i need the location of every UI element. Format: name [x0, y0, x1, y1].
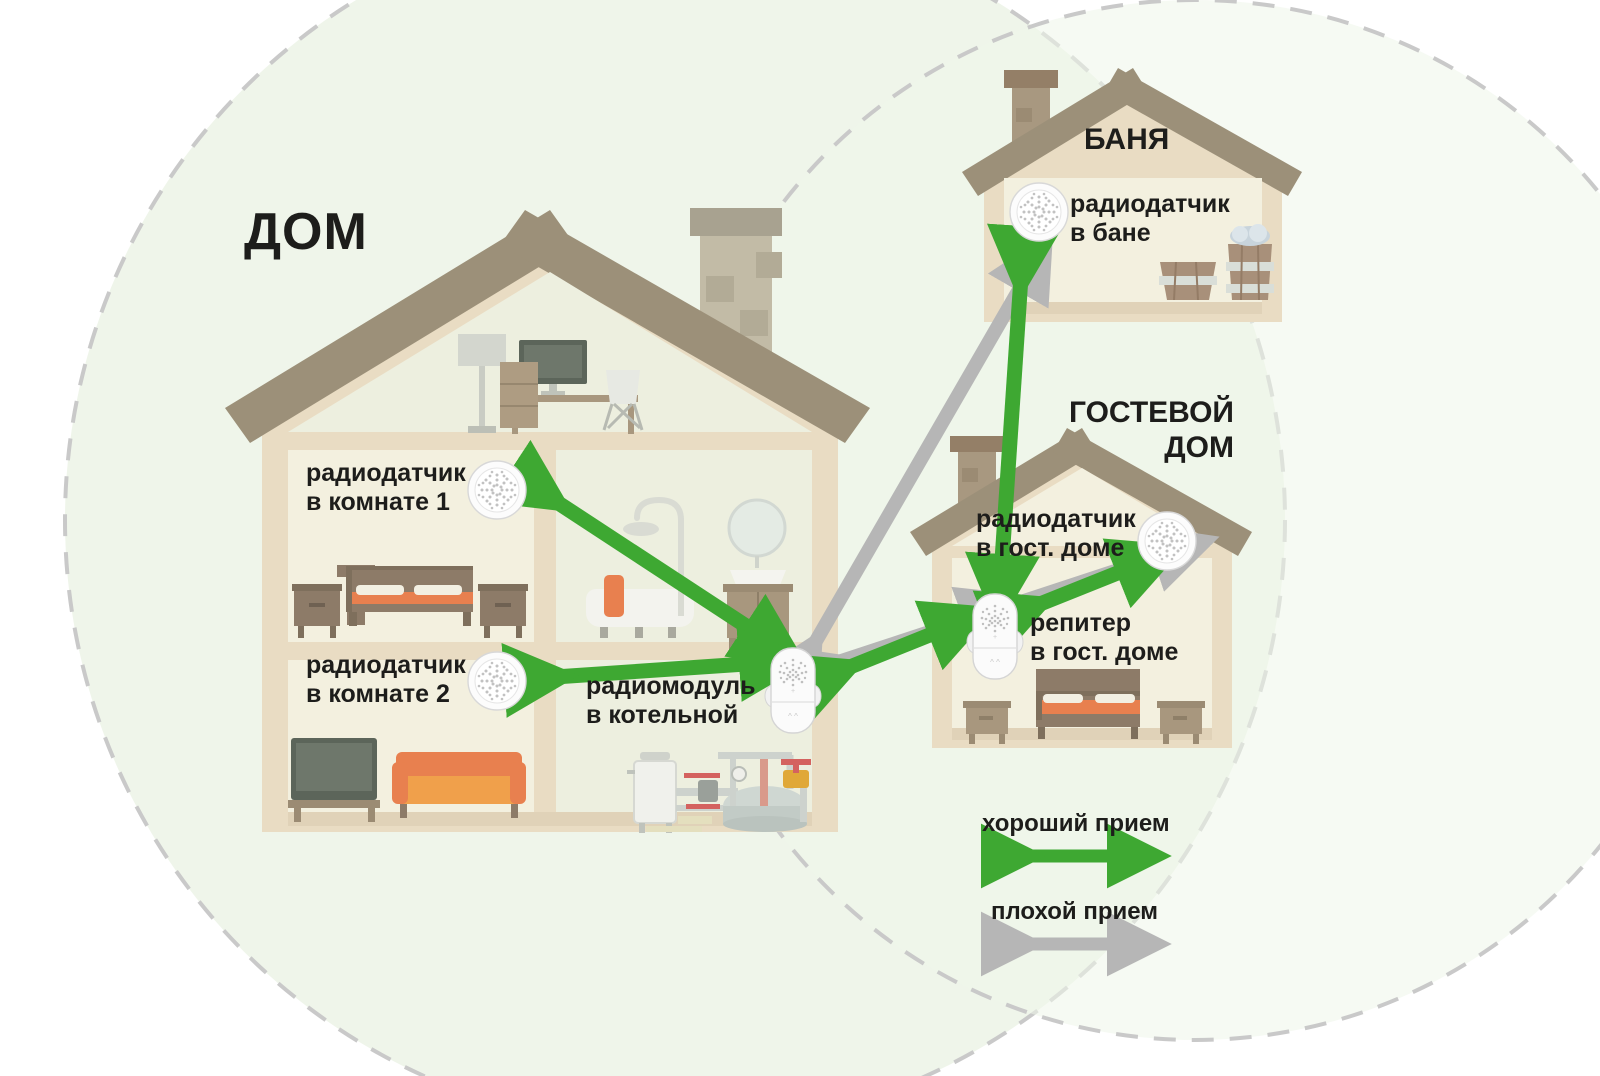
attic-desk-monitor	[500, 340, 638, 434]
good-signal-links	[489, 223, 1187, 724]
link-module-repeater	[782, 600, 999, 724]
device-sensor-room-2[interactable]	[467, 651, 527, 711]
boiler-room-equipment	[627, 752, 811, 833]
attic-lamp	[458, 334, 506, 433]
device-repeater-guest[interactable]	[966, 593, 1024, 680]
guest-title: ГОСТЕВОЙ ДОМ	[1068, 396, 1234, 464]
room2-tv	[288, 738, 380, 822]
room1-nightstand-left	[292, 584, 342, 638]
label-radio-module: радиомодуль в котельной	[586, 672, 756, 729]
link-sensor1-module	[489, 439, 808, 667]
label-sensor-banya: радиодатчик в бане	[1070, 190, 1230, 247]
legend-good-label: хороший прием	[982, 810, 1170, 837]
link-repeater-guest-sensor	[972, 538, 1187, 661]
label-sensor-room-1: радиодатчик в комнате 1	[306, 459, 466, 516]
link-repeater-banya	[964, 223, 1062, 629]
device-sensor-room-1[interactable]	[467, 460, 527, 520]
link-sensor2-module	[501, 627, 814, 718]
banya-title: БАНЯ	[1084, 123, 1170, 156]
home-title: ДОМ	[244, 203, 368, 261]
legend-bad-label: плохой прием	[991, 898, 1159, 925]
label-sensor-guest: радиодатчик в гост. доме	[976, 505, 1136, 562]
label-sensor-room-2: радиодатчик в комнате 2	[306, 651, 466, 708]
room1-bed	[337, 565, 473, 626]
attic-chair	[602, 370, 644, 431]
room2-sofa	[392, 752, 526, 818]
device-sensor-banya[interactable]	[1009, 182, 1069, 242]
label-repeater-guest: репитер в гост. доме	[1030, 609, 1179, 666]
device-radio-module[interactable]	[764, 647, 822, 734]
banya-buckets	[1159, 224, 1274, 301]
device-sensor-guest[interactable]	[1137, 511, 1197, 571]
